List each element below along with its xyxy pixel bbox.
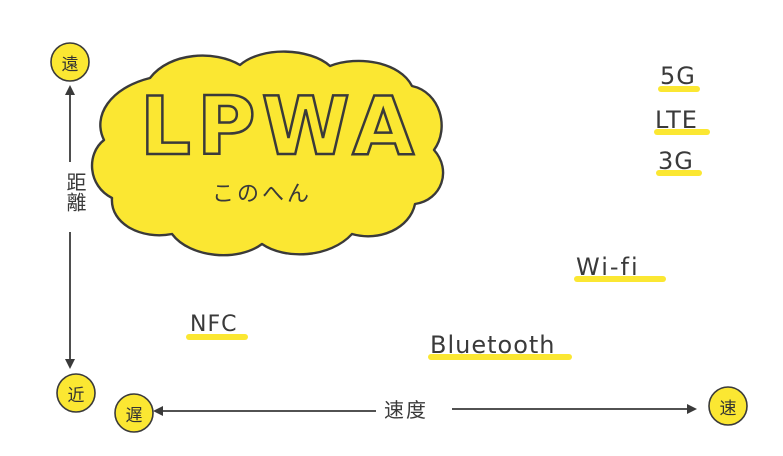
nfc-highlight bbox=[186, 334, 248, 340]
threeg-highlight bbox=[656, 170, 702, 176]
bluetooth-highlight bbox=[428, 354, 572, 360]
lpwa-cloud bbox=[90, 50, 445, 257]
bluetooth-label: Bluetooth bbox=[430, 331, 556, 359]
lte-highlight bbox=[654, 129, 710, 135]
fast-label: 速 bbox=[719, 398, 737, 419]
fast-circle bbox=[708, 386, 748, 426]
wifi-label: Wi-fi bbox=[576, 253, 640, 281]
near-circle bbox=[56, 373, 96, 413]
slow-label: 遅 bbox=[125, 405, 143, 426]
nfc-label: NFC bbox=[190, 312, 238, 337]
lte-label: LTE bbox=[655, 106, 698, 134]
fiveg-highlight bbox=[658, 86, 700, 92]
wifi-highlight bbox=[574, 276, 666, 282]
lpwa-subtitle: このへん bbox=[212, 182, 313, 207]
speed-axis-label: 速度 bbox=[384, 398, 428, 422]
far-label: 遠 bbox=[61, 54, 79, 75]
lpwa-title: LPWA bbox=[139, 80, 421, 173]
fiveg-label: 5G bbox=[660, 62, 696, 90]
distance-axis-label: 距離 bbox=[63, 172, 87, 212]
far-circle bbox=[50, 42, 90, 82]
slow-circle bbox=[114, 393, 154, 433]
near-label: 近 bbox=[67, 385, 85, 406]
threeg-label: 3G bbox=[658, 147, 694, 175]
